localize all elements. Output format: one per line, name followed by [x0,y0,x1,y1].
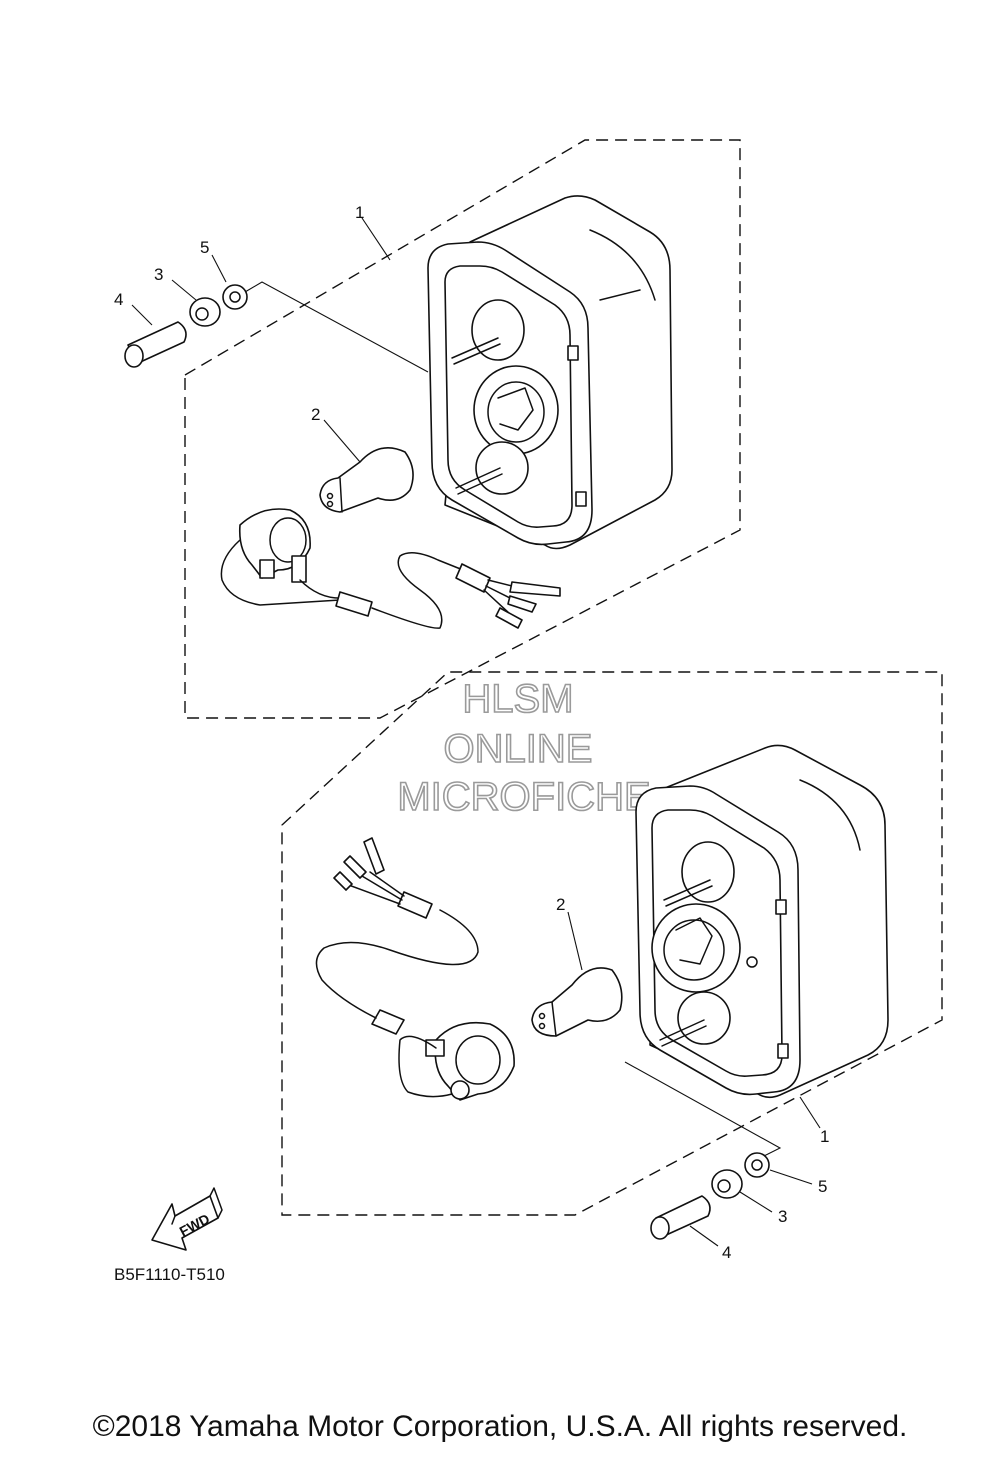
lower-callouts: 1 2 3 4 5 [556,895,829,1262]
callout-1-upper: 1 [355,203,364,222]
watermark-line-1: HLSM [462,677,573,721]
watermark-line-2: ONLINE [444,727,593,771]
callout-4-upper: 4 [114,290,123,309]
lower-assembly: 1 2 3 4 5 [281,671,943,1262]
callout-2-upper: 2 [311,405,320,424]
upper-callouts: 1 2 3 4 5 [114,203,391,463]
callout-3-upper: 3 [154,265,163,284]
lower-tail-light-housing [635,744,889,1099]
watermark: HLSM ONLINE MICROFICHE [397,676,652,820]
callout-2-lower: 2 [556,895,565,914]
upper-assembly: 1 2 3 4 5 [114,139,741,719]
lower-nut-part-3 [711,1169,743,1199]
fwd-arrow-icon: FWD [151,1187,223,1251]
lower-washer-part-5 [744,1152,770,1178]
callout-5-lower: 5 [818,1177,827,1196]
upper-bulb-part-2 [319,446,414,513]
lower-bulb-part-2 [531,967,623,1037]
upper-socket-harness [220,508,561,629]
lower-assembly-dashed-outline [281,671,943,1216]
upper-washer-part-5 [222,284,248,310]
watermark-line-3: MICROFICHE [397,775,650,819]
lower-socket-harness [315,837,515,1101]
lower-collar-part-4 [650,1195,711,1240]
upper-collar-part-4 [124,321,187,368]
diagram-reference: B5F1110-T510 [114,1265,225,1284]
upper-assembly-dashed-outline [184,139,741,719]
callout-5-upper: 5 [200,238,209,257]
callout-3-lower: 3 [778,1207,787,1226]
callout-1-lower: 1 [820,1127,829,1146]
upper-nut-part-3 [189,297,221,327]
upper-tail-light-housing [427,195,673,550]
callout-4-lower: 4 [722,1243,731,1262]
copyright-notice: ©2018 Yamaha Motor Corporation, U.S.A. A… [92,1410,908,1443]
